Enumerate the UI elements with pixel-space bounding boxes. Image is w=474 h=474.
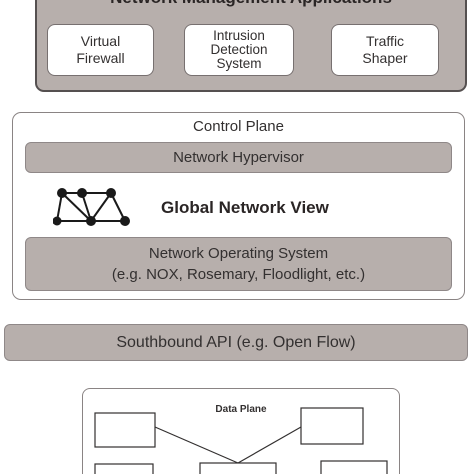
graph-node <box>57 188 67 198</box>
data-plane-switch <box>320 460 388 474</box>
control-plane-layer: Control Plane Network Hypervisor <box>12 112 465 300</box>
data-plane-switch <box>300 407 364 445</box>
data-link <box>154 426 239 464</box>
data-plane-title: Data Plane <box>215 404 267 415</box>
graph-node <box>77 188 87 198</box>
data-link <box>237 426 302 464</box>
network-hypervisor-bar: Network Hypervisor <box>25 142 452 173</box>
network-operating-system-label: Network Operating System <box>148 245 329 262</box>
network-graph-icon <box>53 188 130 226</box>
data-plane-layer: Data Plane <box>82 388 400 474</box>
network-operating-system-bar: Network Operating System (e.g. NOX, Rose… <box>25 237 452 291</box>
data-plane-switch <box>199 462 277 474</box>
management-applications-layer: Network Management Applications Virtual … <box>35 0 467 92</box>
graph-node <box>53 216 62 226</box>
intrusion-detection-box: Intrusion Detection System <box>184 24 294 76</box>
virtual-firewall-label: Virtual Firewall <box>76 33 125 66</box>
virtual-firewall-box: Virtual Firewall <box>47 24 154 76</box>
graph-node <box>86 216 96 226</box>
traffic-shaper-label: Traffic Shaper <box>362 33 408 66</box>
southbound-api-label: Southbound API (e.g. Open Flow) <box>116 334 356 351</box>
management-applications-title: Network Management Applications <box>37 0 465 8</box>
global-network-view-label: Global Network View <box>161 198 329 217</box>
network-operating-system-examples: (e.g. NOX, Rosemary, Floodlight, etc.) <box>111 266 366 283</box>
data-plane-switch <box>94 463 154 474</box>
graph-node <box>120 216 130 226</box>
southbound-api-bar: Southbound API (e.g. Open Flow) <box>4 324 468 361</box>
intrusion-detection-label: Intrusion Detection System <box>210 28 268 71</box>
control-plane-title: Control Plane <box>193 118 284 135</box>
data-plane-topology <box>94 407 388 474</box>
traffic-shaper-box: Traffic Shaper <box>331 24 439 76</box>
graph-node <box>106 188 116 198</box>
data-plane-switch <box>94 412 156 448</box>
network-hypervisor-label: Network Hypervisor <box>173 149 304 166</box>
